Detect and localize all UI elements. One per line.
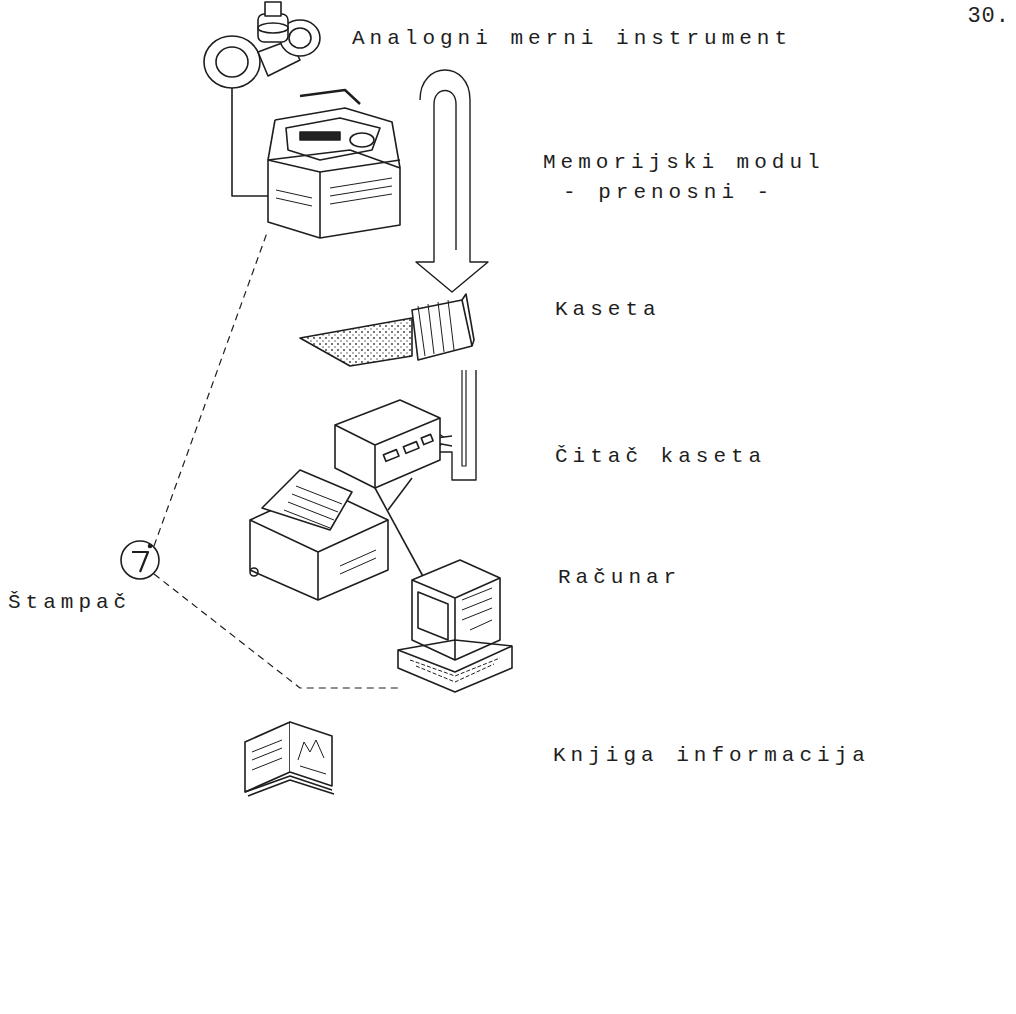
component-label: Štampač xyxy=(8,590,131,615)
memory-module-figure xyxy=(268,90,400,238)
wire xyxy=(388,478,412,510)
component-label: Memorijski modul xyxy=(543,150,825,175)
dashed-link xyxy=(154,230,268,546)
instrument-figure xyxy=(204,2,320,88)
reader-figure xyxy=(335,400,440,488)
cassette-figure xyxy=(300,294,474,366)
dashed-link xyxy=(154,574,398,688)
timer-symbol xyxy=(121,541,159,579)
component-label: Knjiga informacija xyxy=(553,743,870,768)
component-label: - prenosni - xyxy=(563,180,774,205)
component-label: Čitač kaseta xyxy=(555,444,766,469)
computer-figure xyxy=(398,560,512,692)
page-number: 30. xyxy=(967,4,1010,30)
component-label: Analogni merni instrument xyxy=(352,26,792,51)
wire xyxy=(375,488,425,580)
component-label: Kaseta xyxy=(555,297,661,322)
book-figure xyxy=(245,722,334,796)
wire xyxy=(232,88,268,196)
transfer-arrow xyxy=(416,70,488,292)
printer-figure xyxy=(250,470,388,600)
component-label: Računar xyxy=(558,565,681,590)
